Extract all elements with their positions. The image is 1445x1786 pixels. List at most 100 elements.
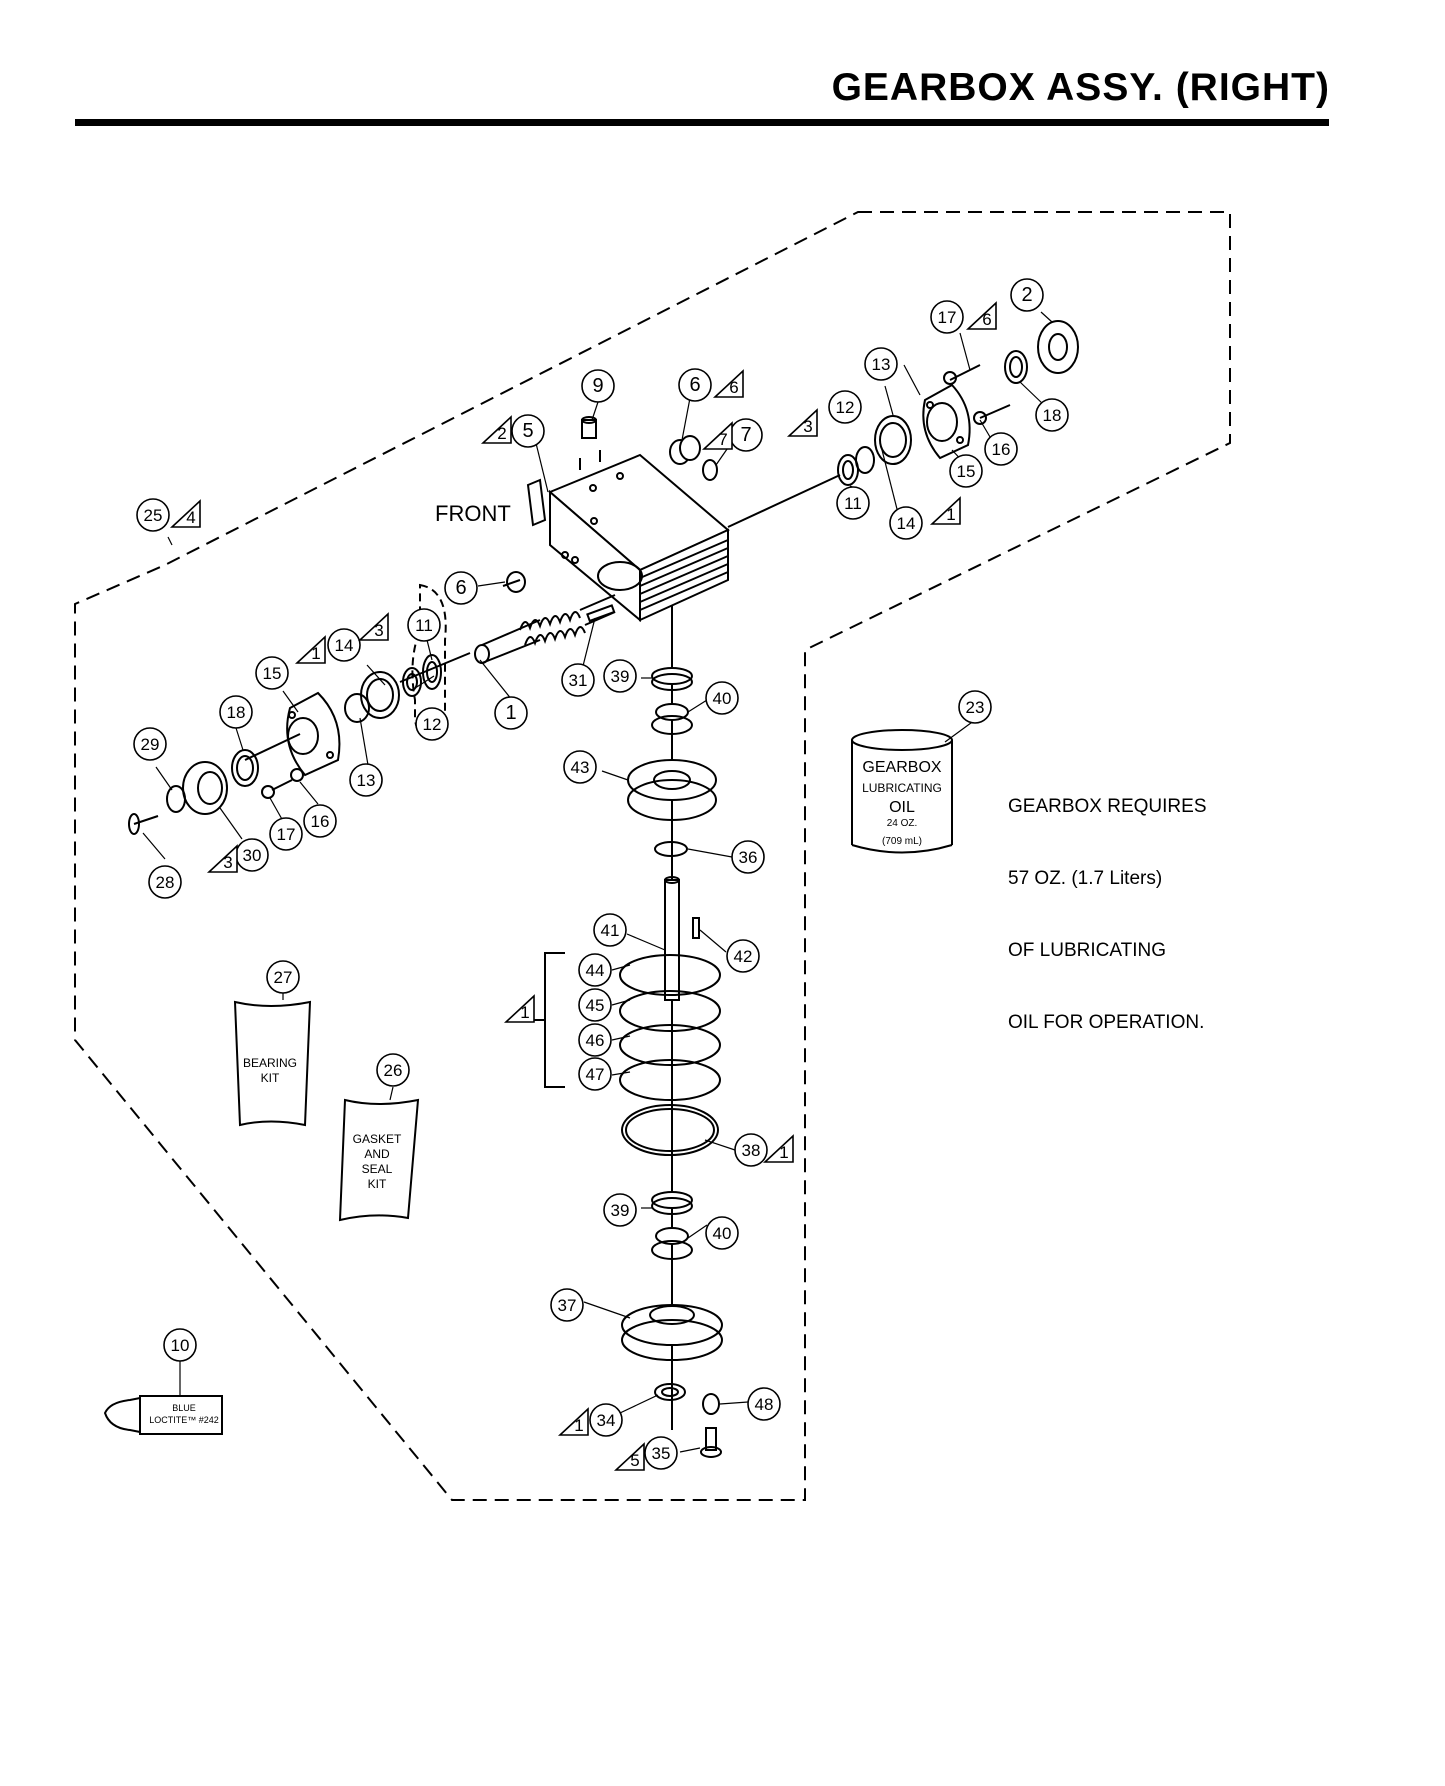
svg-text:3: 3: [223, 853, 232, 872]
key-42: [692, 917, 700, 939]
callout-27: 27: [266, 960, 300, 994]
callout-40: 40: [705, 681, 739, 715]
callout-12: 12: [415, 707, 449, 741]
page-title: GEARBOX ASSY. (RIGHT): [831, 66, 1330, 109]
callout-15: 15: [949, 454, 983, 488]
callout-39: 39: [603, 659, 637, 693]
note-marker-2: 2: [480, 415, 512, 444]
svg-text:16: 16: [311, 812, 330, 831]
left-axis-2: [399, 652, 471, 683]
bearing-cup-39-top: [651, 667, 693, 691]
right-bearing-assembly: [727, 415, 912, 528]
svg-text:37: 37: [558, 1296, 577, 1315]
svg-text:AND: AND: [364, 1147, 390, 1161]
left-bolt-17: [261, 768, 304, 799]
callout-12: 12: [828, 390, 862, 424]
callout-10: 10: [163, 1328, 197, 1362]
svg-text:1: 1: [779, 1143, 788, 1162]
callout-34: 34: [589, 1403, 623, 1437]
svg-text:6: 6: [455, 577, 466, 599]
callout-16: 16: [984, 432, 1018, 466]
svg-text:3: 3: [374, 621, 383, 640]
note-line: OF LUBRICATING: [1008, 940, 1166, 961]
loctite-tip: [103, 1396, 141, 1434]
left-axis: [244, 733, 301, 761]
svg-text:25: 25: [144, 506, 163, 525]
svg-text:36: 36: [739, 848, 758, 867]
svg-text:5: 5: [522, 420, 533, 442]
svg-text:12: 12: [836, 398, 855, 417]
bearing-cup-39-bottom: [651, 1191, 693, 1215]
svg-text:11: 11: [415, 616, 433, 635]
callout-42: 42: [726, 939, 760, 973]
svg-text:1: 1: [520, 1003, 529, 1022]
svg-text:28: 28: [156, 873, 175, 892]
svg-text:6: 6: [982, 310, 991, 329]
svg-text:14: 14: [335, 636, 354, 655]
svg-text:2: 2: [1021, 284, 1032, 306]
svg-text:39: 39: [611, 667, 630, 686]
svg-text:1: 1: [505, 702, 516, 724]
note-marker-1: 1: [294, 635, 326, 664]
callout-26: 26: [376, 1053, 410, 1087]
callout-28: 28: [148, 865, 182, 899]
lubricant-note: GEARBOX REQUIRES 57 OZ. (1.7 Liters) OF …: [1008, 747, 1207, 1059]
kit-boundary: [74, 211, 1231, 1501]
svg-text:43: 43: [571, 758, 590, 777]
svg-text:13: 13: [357, 771, 376, 790]
svg-text:29: 29: [141, 735, 160, 754]
svg-text:41: 41: [601, 921, 620, 940]
callout-46: 46: [578, 1023, 612, 1057]
note-line: 57 OZ. (1.7 Liters): [1008, 868, 1163, 889]
svg-text:40: 40: [713, 689, 732, 708]
svg-text:7: 7: [718, 430, 727, 449]
callout-47: 47: [578, 1057, 612, 1091]
svg-text:SEAL: SEAL: [362, 1162, 393, 1176]
left-bearing-cap: [286, 691, 341, 777]
callout-14: 14: [889, 506, 923, 540]
svg-text:46: 46: [586, 1031, 605, 1050]
callout-18: 18: [1035, 398, 1069, 432]
svg-text:KIT: KIT: [261, 1071, 280, 1085]
svg-text:5: 5: [630, 1451, 639, 1470]
bracket-44-47: [544, 952, 565, 1088]
svg-text:47: 47: [586, 1065, 605, 1084]
callout-23: 23: [958, 690, 992, 724]
right-seal-18: [1004, 350, 1028, 384]
callout-6: 6: [678, 368, 712, 402]
svg-text:(709 mL): (709 mL): [882, 836, 922, 847]
callout-38: 38: [734, 1133, 768, 1167]
note-marker-3: 3: [206, 844, 238, 873]
svg-text:30: 30: [243, 846, 262, 865]
svg-text:7: 7: [740, 424, 751, 446]
note-marker-6: 6: [965, 301, 997, 330]
gasket-kit-bag: [338, 1098, 420, 1222]
svg-text:13: 13: [872, 355, 891, 374]
svg-text:6: 6: [689, 374, 700, 396]
right-end-cap-2: [1037, 320, 1079, 374]
cone-40-bottom: [651, 1227, 693, 1260]
svg-text:39: 39: [611, 1201, 630, 1220]
right-bearing-cap: [922, 383, 971, 460]
bearing-kit-label: BEARING KIT: [243, 1056, 297, 1085]
loctite-tube: [139, 1395, 223, 1435]
callout-2: 2: [1010, 278, 1044, 312]
callout-39: 39: [603, 1193, 637, 1227]
svg-text:GEARBOX: GEARBOX: [862, 759, 941, 776]
seal-34: [654, 1383, 686, 1401]
callout-17: 17: [930, 300, 964, 334]
note-line: GEARBOX REQUIRES: [1008, 796, 1207, 817]
svg-text:45: 45: [586, 996, 605, 1015]
callout-45: 45: [578, 988, 612, 1022]
svg-text:34: 34: [597, 1411, 616, 1430]
svg-text:LUBRICATING: LUBRICATING: [862, 781, 942, 795]
key-31: [586, 604, 616, 623]
note-marker-1: 1: [503, 994, 535, 1023]
bottom-cover-37: [621, 1304, 723, 1361]
shim-rings: [619, 954, 721, 1101]
callout-7: 7: [729, 418, 763, 452]
callout-1: 1: [494, 696, 528, 730]
callout-37: 37: [550, 1288, 584, 1322]
svg-text:17: 17: [277, 825, 296, 844]
